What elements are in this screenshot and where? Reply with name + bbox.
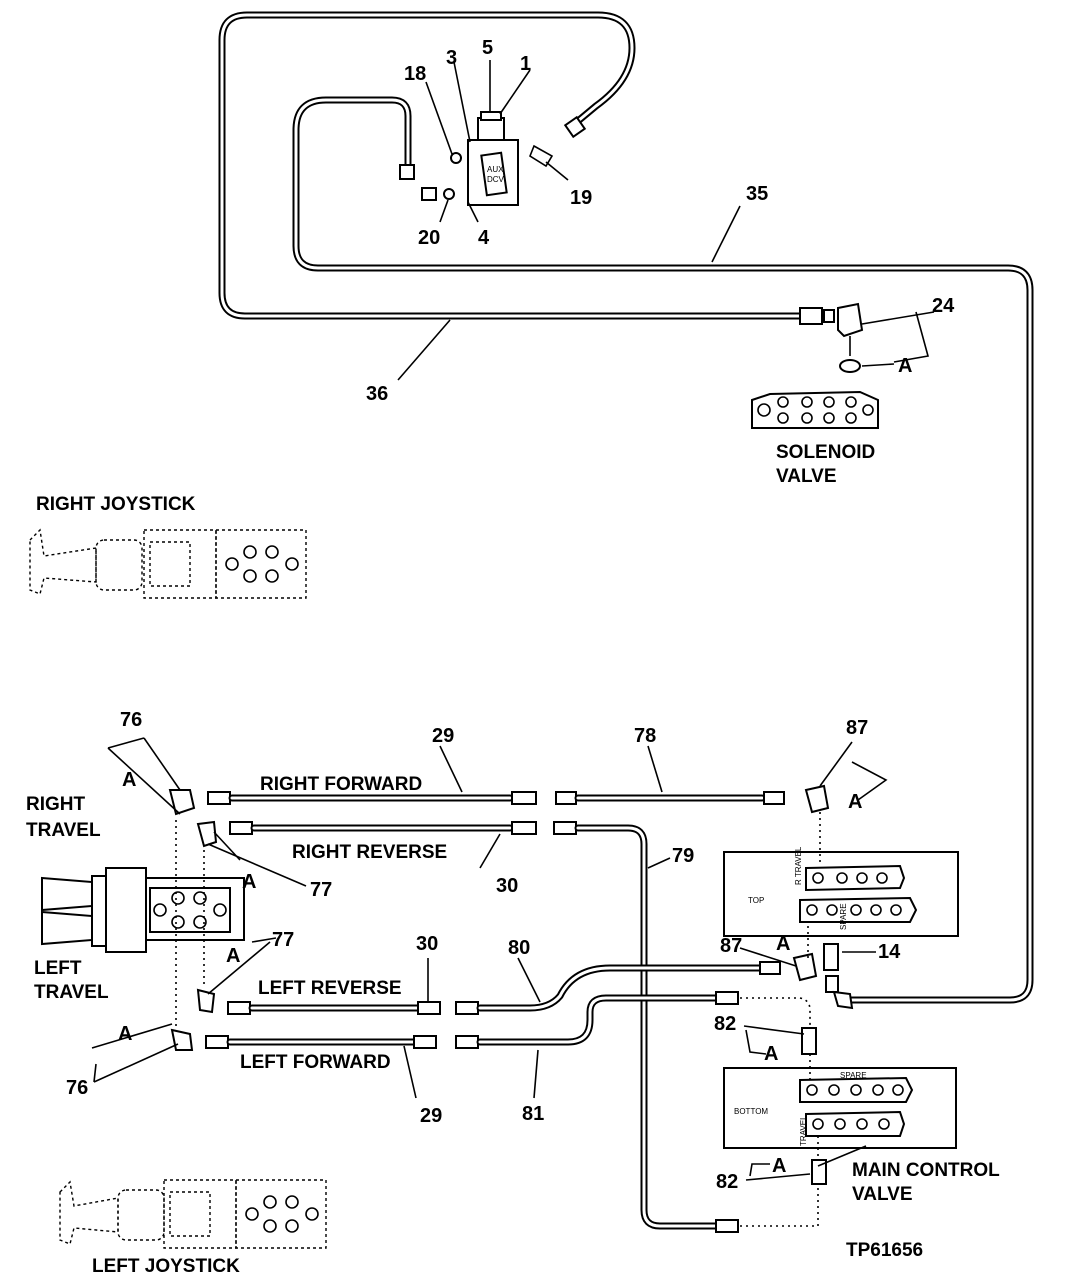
callout-30-upper: 30 [496, 875, 518, 897]
callout-3: 3 [446, 47, 457, 69]
hose-29-right-forward [207, 791, 537, 805]
fitting-87-lower [792, 952, 818, 982]
callout-76-lower: 76 [66, 1077, 88, 1099]
right-forward-label: RIGHT FORWARD [260, 774, 422, 795]
port-spare-top-label: SPARE [839, 903, 848, 930]
port-r-travel-label: R TRAVEL [794, 846, 803, 885]
main-control-valve-top: TOP R TRAVEL SPARE [723, 846, 959, 937]
callout-19: 19 [570, 187, 592, 209]
detail-a-76-upper: A [122, 769, 136, 791]
fitting-76-lower [170, 1028, 194, 1051]
hose-29-left-forward [205, 1035, 437, 1049]
callout-29-upper: 29 [432, 725, 454, 747]
detail-a-87-lower: A [776, 933, 790, 955]
main-control-valve-label-1: MAIN CONTROL [852, 1160, 1000, 1181]
fitting-76-upper [168, 789, 196, 816]
port-travel-label: TRAVEL [799, 1115, 808, 1146]
figure-id: TP61656 [846, 1240, 923, 1261]
callout-77-lower: 77 [272, 929, 294, 951]
callout-36: 36 [366, 383, 388, 405]
callout-30-lower: 30 [416, 933, 438, 955]
detail-a-77-upper: A [242, 871, 256, 893]
detail-a-76-lower: A [118, 1023, 132, 1045]
right-reverse-label: RIGHT REVERSE [292, 842, 447, 863]
callout-76-upper: 76 [120, 709, 142, 731]
main-control-valve-bottom: BOTTOM SPARE TRAVEL [723, 1067, 957, 1149]
solenoid-valve [751, 302, 879, 429]
hose-30-left-reverse [227, 1001, 441, 1015]
callout-82-upper: 82 [714, 1013, 736, 1035]
fitting-82-lower [811, 1159, 827, 1185]
hose-80 [455, 961, 781, 1015]
aux-dcv-label-2: DCV [487, 175, 505, 184]
hose-36 [218, 11, 804, 320]
valve-top-label: TOP [748, 896, 764, 905]
left-travel-label-1: LEFT [34, 958, 82, 979]
hose-78 [555, 791, 785, 805]
solenoid-valve-label-1: SOLENOID [776, 442, 875, 463]
fitting-87-upper [804, 784, 830, 814]
detail-a-77-lower: A [226, 945, 240, 967]
right-travel-label-2: TRAVEL [26, 820, 101, 841]
callout-18: 18 [404, 63, 426, 85]
right-joystick [29, 528, 307, 599]
callout-24: 24 [932, 295, 955, 317]
hose-79-dotted [740, 1180, 819, 1227]
hose-35 [292, 96, 1034, 1004]
callout-82-lower: 82 [716, 1171, 738, 1193]
callout-87-upper: 87 [846, 717, 868, 739]
callout-5: 5 [482, 37, 493, 59]
main-control-valve-label-2: VALVE [852, 1184, 913, 1205]
fitting-77-upper [196, 820, 218, 848]
callout-80: 80 [508, 937, 530, 959]
detail-a-82-upper: A [764, 1043, 778, 1065]
detail-a-solenoid: A [898, 355, 912, 377]
callout-35: 35 [746, 183, 768, 205]
callout-14: 14 [878, 941, 901, 963]
callout-79: 79 [672, 845, 694, 867]
fitting-77-lower [196, 988, 216, 1014]
travel-pilot-valve [41, 867, 245, 953]
callout-81: 81 [522, 1103, 544, 1125]
left-joystick [59, 1179, 327, 1249]
right-travel-label-1: RIGHT [26, 794, 86, 815]
callout-77-upper: 77 [310, 879, 332, 901]
callout-1: 1 [520, 53, 531, 75]
right-joystick-label: RIGHT JOYSTICK [36, 494, 196, 515]
aux-dcv-valve: AUX DCV [399, 111, 587, 206]
fitting-14 [823, 943, 854, 1010]
aux-dcv-label-1: AUX [487, 165, 504, 174]
callout-87-lower: 87 [720, 935, 742, 957]
hose-81-dotted [740, 997, 811, 1028]
fitting-82-upper [801, 1027, 817, 1055]
callout-29-lower: 29 [420, 1105, 442, 1127]
hose-81 [455, 991, 739, 1049]
detail-a-82-lower: A [772, 1155, 786, 1177]
valve-bottom-label: BOTTOM [734, 1107, 768, 1116]
callout-4: 4 [478, 227, 490, 249]
left-forward-label: LEFT FORWARD [240, 1052, 391, 1073]
left-joystick-label: LEFT JOYSTICK [92, 1256, 240, 1277]
hose-30-right-reverse [229, 821, 537, 835]
detail-a-87-upper: A [848, 791, 862, 813]
solenoid-valve-label-2: VALVE [776, 466, 837, 487]
left-travel-label-2: TRAVEL [34, 982, 109, 1003]
callout-78: 78 [634, 725, 656, 747]
left-reverse-label: LEFT REVERSE [258, 978, 402, 999]
hose-79 [553, 821, 739, 1233]
callout-20: 20 [418, 227, 440, 249]
leader-lines [91, 60, 935, 1181]
port-spare-bottom-label: SPARE [840, 1071, 867, 1080]
